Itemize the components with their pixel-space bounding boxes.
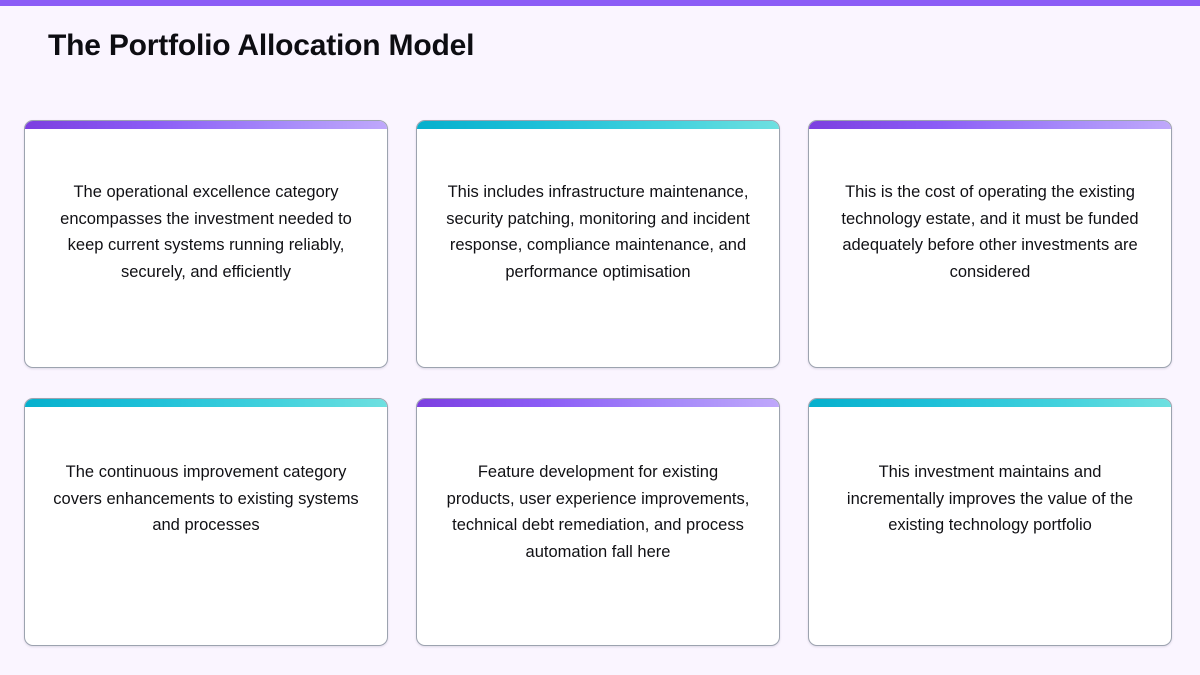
- card-accent-bar: [417, 121, 779, 129]
- page-title: The Portfolio Allocation Model: [48, 29, 475, 62]
- card-operational-excellence-definition[interactable]: The operational excellence category enco…: [24, 120, 388, 368]
- card-body: The operational excellence category enco…: [25, 129, 387, 367]
- card-text: The operational excellence category enco…: [60, 183, 352, 282]
- card-continuous-improvement-scope[interactable]: Feature development for existing product…: [416, 398, 780, 646]
- card-accent-bar: [417, 399, 779, 407]
- card-text: The continuous improvement category cove…: [53, 463, 359, 535]
- card-continuous-improvement-definition[interactable]: The continuous improvement category cove…: [24, 398, 388, 646]
- card-body: This investment maintains and incrementa…: [809, 407, 1171, 645]
- card-text: Feature development for existing product…: [446, 463, 750, 562]
- top-accent-bar: [0, 0, 1200, 6]
- card-body: This includes infrastructure maintenance…: [417, 129, 779, 367]
- card-body: Feature development for existing product…: [417, 407, 779, 645]
- card-operational-excellence-scope[interactable]: This includes infrastructure maintenance…: [416, 120, 780, 368]
- card-text: This includes infrastructure maintenance…: [446, 183, 750, 282]
- card-text: This investment maintains and incrementa…: [846, 463, 1134, 535]
- card-accent-bar: [25, 399, 387, 407]
- card-body: The continuous improvement category cove…: [25, 407, 387, 645]
- card-grid: The operational excellence category enco…: [24, 120, 1176, 646]
- card-operational-excellence-funding[interactable]: This is the cost of operating the existi…: [808, 120, 1172, 368]
- card-text: This is the cost of operating the existi…: [841, 183, 1139, 282]
- card-continuous-improvement-value[interactable]: This investment maintains and incrementa…: [808, 398, 1172, 646]
- card-accent-bar: [809, 399, 1171, 407]
- card-accent-bar: [809, 121, 1171, 129]
- card-accent-bar: [25, 121, 387, 129]
- card-body: This is the cost of operating the existi…: [809, 129, 1171, 367]
